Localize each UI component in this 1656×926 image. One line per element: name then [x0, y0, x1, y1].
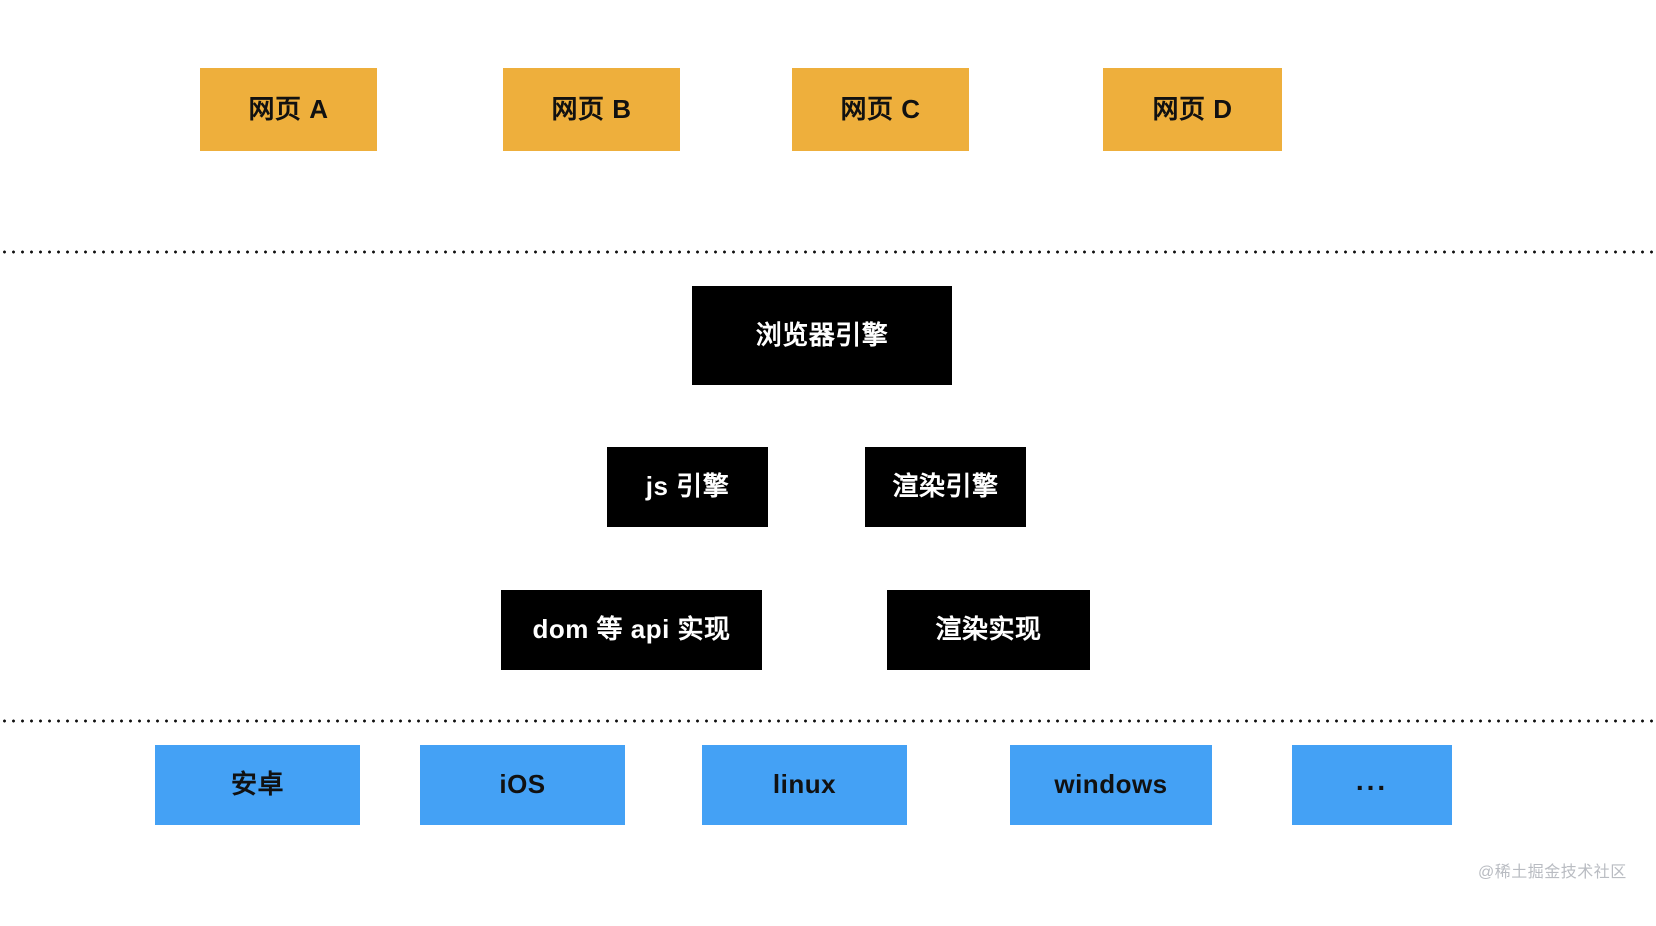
watermark: @稀土掘金技术社区	[1478, 864, 1627, 881]
node-pages-0[interactable]: 网页 A	[200, 68, 377, 151]
node-label: ...	[1355, 765, 1389, 797]
node-os-4[interactable]: ...	[1292, 745, 1452, 825]
node-label: 浏览器引擎	[755, 319, 889, 350]
node-os-3[interactable]: windows	[1010, 745, 1212, 825]
node-pages-2[interactable]: 网页 C	[792, 68, 969, 151]
node-label: 网页 D	[1152, 93, 1233, 124]
node-os-1[interactable]: iOS	[420, 745, 625, 825]
node-browser-2[interactable]: 渲染引擎	[865, 447, 1026, 527]
divider-pages-browser	[0, 250, 1656, 254]
node-browser-1[interactable]: js 引擎	[607, 447, 768, 527]
node-pages-1[interactable]: 网页 B	[503, 68, 680, 151]
node-browser-4[interactable]: 渲染实现	[887, 590, 1090, 670]
node-label: 网页 B	[551, 93, 632, 124]
node-label: linux	[772, 769, 837, 800]
node-label: windows	[1054, 769, 1168, 800]
node-os-0[interactable]: 安卓	[155, 745, 360, 825]
node-label: 网页 C	[840, 93, 921, 124]
node-os-2[interactable]: linux	[702, 745, 907, 825]
divider-browser-os	[0, 719, 1656, 723]
node-label: js 引擎	[645, 471, 730, 502]
node-pages-3[interactable]: 网页 D	[1103, 68, 1282, 151]
node-label: 渲染引擎	[892, 471, 999, 502]
node-label: dom 等 api 实现	[532, 614, 731, 645]
node-browser-0[interactable]: 浏览器引擎	[692, 286, 952, 385]
node-label: 渲染实现	[935, 614, 1042, 645]
node-label: 网页 A	[248, 93, 329, 124]
node-label: iOS	[499, 769, 546, 800]
node-label: 安卓	[230, 769, 284, 800]
node-browser-3[interactable]: dom 等 api 实现	[501, 590, 762, 670]
